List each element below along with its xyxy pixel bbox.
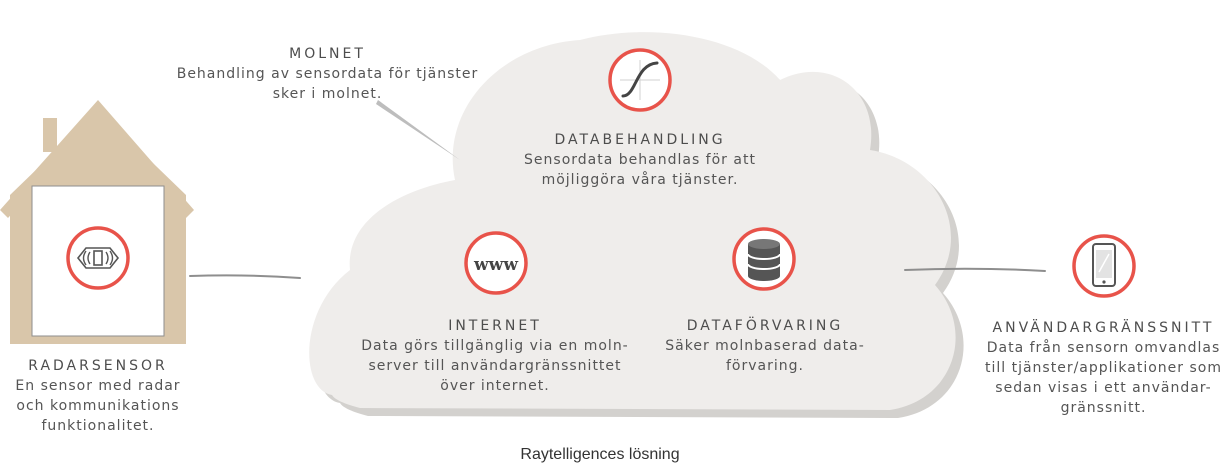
house-illustration	[0, 100, 194, 344]
dataforvaring-label: DATAFÖRVARING Säker molnbaserad data- fö…	[655, 316, 875, 376]
anvandargranssnitt-body: Data från sensorn omvandlas till tjänste…	[984, 340, 1222, 416]
connector-left	[189, 274, 301, 279]
radarsensor-title: RADARSENSOR	[28, 358, 168, 374]
anvandargranssnitt-title: ANVÄNDARGRÄNSSNITT	[992, 320, 1215, 336]
cloud	[309, 32, 956, 410]
www-icon: www	[464, 231, 528, 295]
internet-label: INTERNET Data görs tillgänglig via en mo…	[340, 316, 650, 396]
svg-text:www: www	[473, 255, 518, 275]
house-chimney	[43, 118, 57, 152]
radar-sensor-icon	[66, 226, 130, 290]
molnet-label: MOLNET Behandling av sensordata för tjän…	[150, 44, 505, 104]
anvandargranssnitt-label: ANVÄNDARGRÄNSSNITT Data från sensorn omv…	[975, 318, 1232, 418]
radarsensor-body: En sensor med radar och kommunikations f…	[15, 378, 181, 434]
internet-body: Data görs tillgänglig via en moln- serve…	[361, 338, 629, 394]
radarsensor-label: RADARSENSOR En sensor med radar och komm…	[0, 356, 196, 436]
database-icon	[732, 227, 796, 291]
connector-right	[904, 267, 1046, 272]
smartphone-icon	[1072, 234, 1136, 298]
s-curve-icon	[608, 48, 672, 112]
molnet-pointer	[376, 100, 460, 160]
databehandling-body: Sensordata behandlas för att möjliggöra …	[524, 152, 756, 188]
databehandling-title: DATABEHANDLING	[554, 132, 726, 148]
diagram-caption: Raytelligences lösning	[520, 446, 680, 463]
databehandling-label: DATABEHANDLING Sensordata behandlas för …	[490, 130, 790, 190]
molnet-body: Behandling av sensordata för tjänster sk…	[176, 66, 479, 102]
dataforvaring-title: DATAFÖRVARING	[686, 318, 844, 334]
internet-title: INTERNET	[448, 318, 542, 334]
dataforvaring-body: Säker molnbaserad data- förvaring.	[665, 338, 865, 374]
molnet-title: MOLNET	[289, 46, 366, 62]
